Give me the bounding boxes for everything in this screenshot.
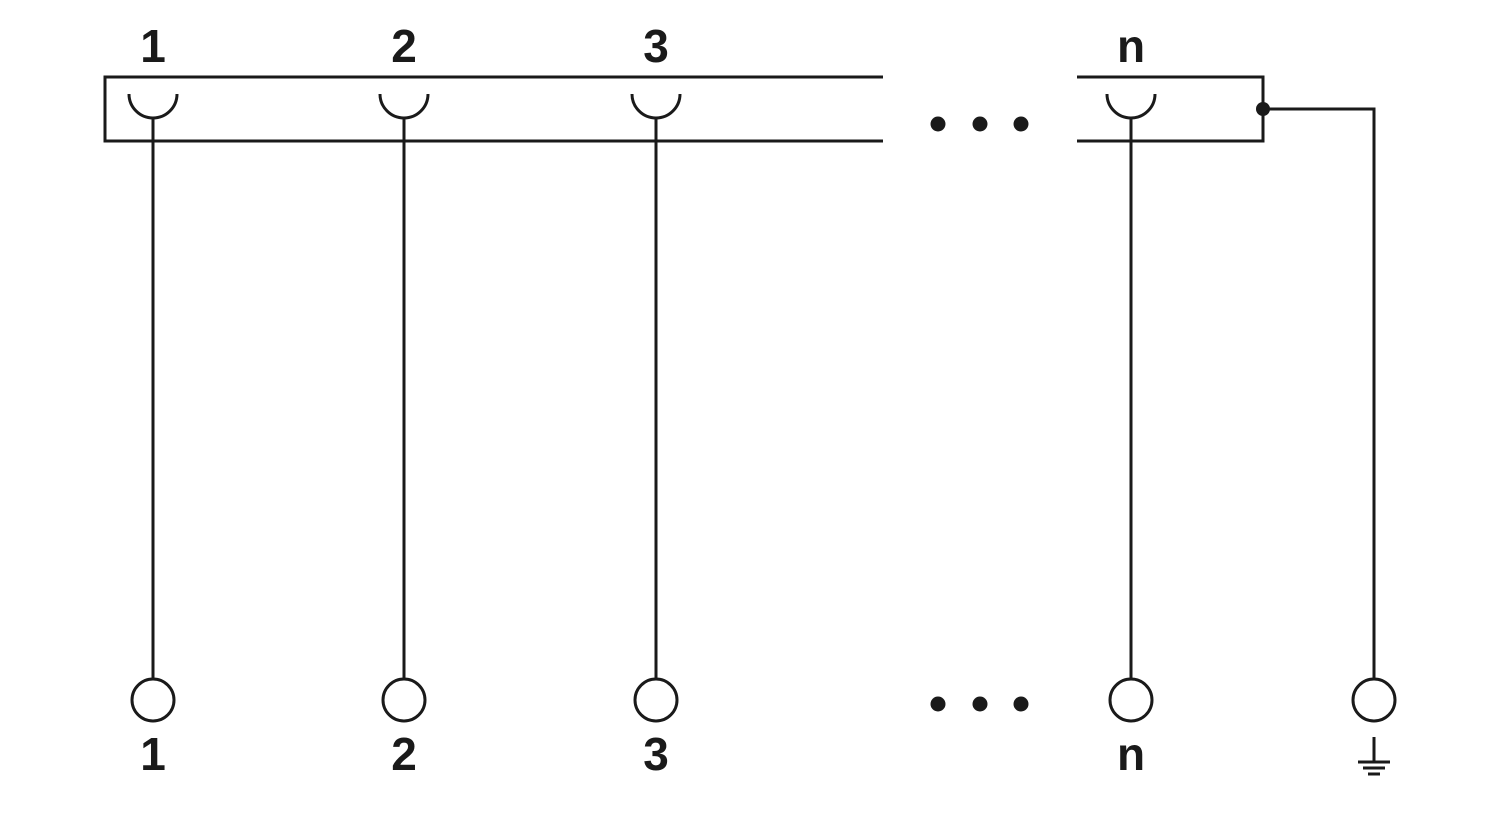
socket-icon: [127, 93, 179, 120]
connector-pin-label-1: 1: [140, 20, 166, 72]
ellipsis-dot: [972, 696, 988, 712]
terminal-labels: 1 2 3 n: [140, 728, 1145, 780]
terminal-label-2: 2: [391, 728, 417, 780]
socket-contacts: [127, 93, 1157, 120]
connector-pin-label-n: n: [1117, 20, 1145, 72]
connector-housing: [103, 75, 1265, 143]
shield-wire: [1263, 107, 1376, 679]
terminal-label-n: n: [1117, 728, 1145, 780]
connector-pin-labels: 1 2 3 n: [140, 20, 1145, 72]
ellipsis-dot: [972, 116, 988, 132]
ellipsis-dot: [930, 696, 946, 712]
ellipsis-dot: [930, 116, 946, 132]
connector-housing-right: [1077, 75, 1265, 143]
socket-icon: [1105, 93, 1157, 120]
ground-icon: [1358, 737, 1390, 776]
ellipsis-dot: [1013, 116, 1029, 132]
socket-icon: [378, 93, 430, 120]
ellipsis-dots-top: [930, 116, 1029, 132]
wires: [151, 102, 1376, 679]
terminal-n: [1108, 677, 1154, 723]
terminal-3: [633, 677, 679, 723]
terminal-ground: [1351, 677, 1397, 723]
terminal-1: [130, 677, 176, 723]
ellipsis-dot: [1013, 696, 1029, 712]
terminals: [130, 677, 1397, 723]
connector-housing-left: [103, 75, 883, 143]
socket-icon: [630, 93, 682, 120]
ellipsis-dots-bottom: [930, 696, 1029, 712]
terminal-label-3: 3: [643, 728, 669, 780]
terminal-2: [381, 677, 427, 723]
junction-dot: [1256, 102, 1270, 116]
connector-pin-label-3: 3: [643, 20, 669, 72]
terminal-label-1: 1: [140, 728, 166, 780]
connector-pin-label-2: 2: [391, 20, 417, 72]
